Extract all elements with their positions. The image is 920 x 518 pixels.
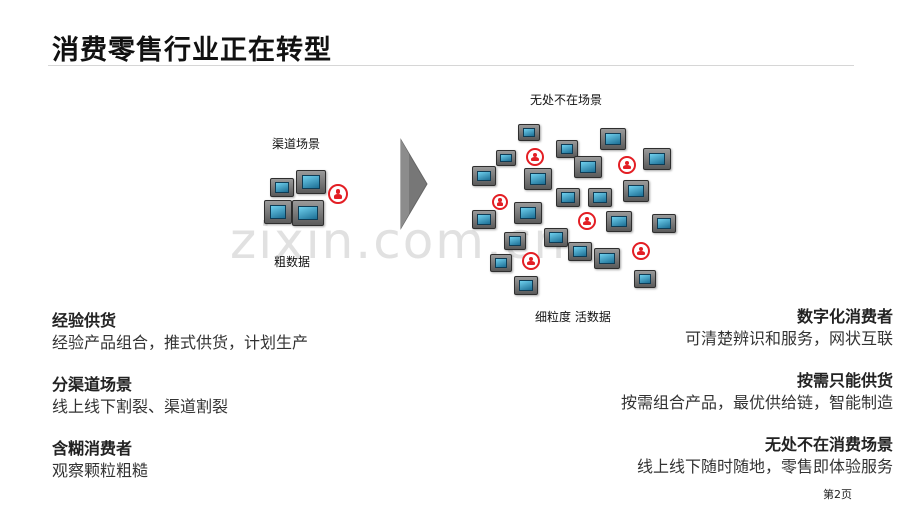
device-icon bbox=[634, 270, 656, 288]
device-icon bbox=[606, 211, 632, 232]
device-icon bbox=[524, 168, 552, 190]
device-icon bbox=[588, 188, 612, 207]
consumer-icon bbox=[526, 148, 544, 166]
transition-arrow-icon bbox=[400, 138, 428, 230]
right-feature-2-text: 按需组合产品，最优供给链，智能制造 bbox=[620, 393, 893, 412]
right-feature-1-text: 可清楚辨识和服务，网状互联 bbox=[684, 329, 893, 348]
device-icon bbox=[270, 178, 294, 197]
page-number: 第2页 bbox=[823, 488, 852, 501]
device-icon bbox=[490, 254, 512, 272]
device-icon bbox=[556, 188, 580, 207]
device-icon bbox=[472, 210, 496, 229]
left-feature-1-heading: 经验供货 bbox=[52, 311, 117, 330]
device-icon bbox=[574, 156, 602, 178]
right-feature-1-heading: 数字化消费者 bbox=[796, 307, 893, 326]
left-diagram-top-label: 渠道场景 bbox=[272, 137, 321, 151]
device-icon bbox=[652, 214, 676, 233]
device-icon bbox=[496, 150, 516, 166]
device-icon bbox=[518, 124, 540, 141]
right-device-cluster bbox=[468, 118, 688, 298]
device-icon bbox=[568, 242, 592, 261]
device-icon bbox=[264, 200, 292, 224]
slide-title: 消费零售行业正在转型 bbox=[52, 35, 332, 66]
device-icon bbox=[296, 170, 326, 194]
left-feature-2-text: 线上线下割裂、渠道割裂 bbox=[52, 397, 229, 416]
device-icon bbox=[556, 140, 578, 158]
consumer-icon bbox=[578, 212, 596, 230]
consumer-icon bbox=[522, 252, 540, 270]
consumer-icon bbox=[632, 242, 650, 260]
left-feature-3-text: 观察颗粒粗糙 bbox=[52, 461, 149, 480]
device-icon bbox=[472, 166, 496, 186]
consumer-icon bbox=[328, 184, 348, 204]
device-icon bbox=[623, 180, 649, 202]
device-icon bbox=[544, 228, 568, 247]
left-device-cluster bbox=[260, 168, 360, 232]
device-icon bbox=[514, 276, 538, 295]
right-feature-3-text: 线上线下随时随地，零售即体验服务 bbox=[636, 457, 893, 476]
left-feature-2-heading: 分渠道场景 bbox=[52, 375, 133, 394]
device-icon bbox=[600, 128, 626, 150]
left-feature-3-heading: 含糊消费者 bbox=[52, 439, 133, 458]
device-icon bbox=[292, 200, 324, 226]
right-feature-3-heading: 无处不在消费场景 bbox=[764, 435, 893, 454]
device-icon bbox=[643, 148, 671, 170]
device-icon bbox=[514, 202, 542, 224]
right-diagram-bottom-label: 细粒度 活数据 bbox=[535, 310, 611, 324]
right-diagram-top-label: 无处不在场景 bbox=[530, 93, 603, 107]
device-icon bbox=[594, 248, 620, 269]
device-icon bbox=[504, 232, 526, 250]
title-divider bbox=[48, 65, 854, 66]
left-diagram-bottom-label: 粗数据 bbox=[274, 255, 311, 269]
consumer-icon bbox=[492, 194, 508, 210]
left-feature-1-text: 经验产品组合，推式供货，计划生产 bbox=[52, 333, 309, 352]
consumer-icon bbox=[618, 156, 636, 174]
right-feature-2-heading: 按需只能供货 bbox=[796, 371, 893, 390]
